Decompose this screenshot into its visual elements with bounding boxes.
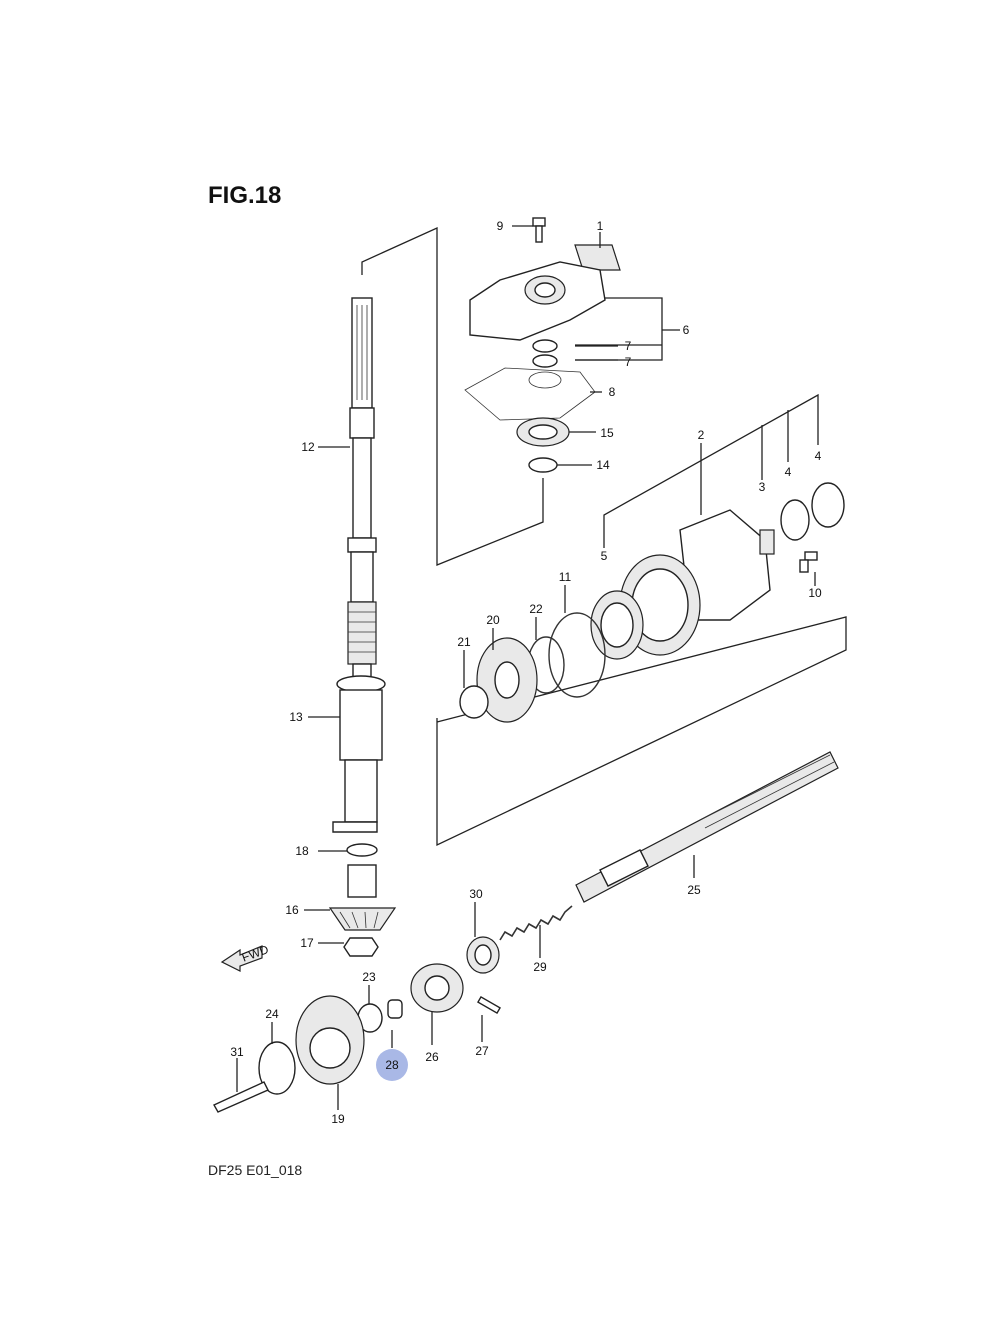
part-16-pinion-gear xyxy=(328,864,397,931)
fwd-label: FWD xyxy=(240,942,271,965)
callout-27: 27 xyxy=(475,1044,489,1058)
callout-29: 29 xyxy=(533,960,547,974)
part-28-pin xyxy=(387,999,403,1019)
callout-8: 8 xyxy=(609,385,616,399)
part-27-pin xyxy=(477,995,501,1015)
callout-6: 6 xyxy=(683,323,690,337)
part-3-needle-bearing xyxy=(759,529,775,555)
callout-30: 30 xyxy=(469,887,483,901)
callout-21: 21 xyxy=(457,635,471,649)
figure-title: FIG.18 xyxy=(208,182,282,209)
part-13-sleeve xyxy=(332,675,386,833)
bracket-line-housing xyxy=(603,393,819,522)
callout-20: 20 xyxy=(486,613,500,627)
callout-22: 22 xyxy=(529,602,543,616)
part-15-bearing xyxy=(516,417,570,447)
callout-26: 26 xyxy=(425,1050,439,1064)
fwd-arrow-icon: FWD xyxy=(220,942,271,972)
part-2-bearing-housing xyxy=(619,509,771,656)
figure-code: DF25 E01_018 xyxy=(208,1162,303,1178)
part-12-drive-shaft xyxy=(347,297,377,685)
callout-17: 17 xyxy=(300,936,314,950)
leader-lines xyxy=(236,225,816,1110)
part-4-seal-a xyxy=(780,499,810,541)
callout-10: 10 xyxy=(808,586,822,600)
callout-18: 18 xyxy=(295,844,309,858)
part-10-bolt xyxy=(799,551,818,573)
callout-24: 24 xyxy=(265,1007,279,1021)
part-7-seal-upper xyxy=(532,339,558,353)
bracket-line-propshaft xyxy=(436,616,847,847)
callout-15: 15 xyxy=(600,426,614,440)
part-4-seal-b xyxy=(811,482,845,528)
callout-5: 5 xyxy=(601,549,608,563)
callout-4-b: 4 xyxy=(815,449,822,463)
callout-4-a: 4 xyxy=(785,465,792,479)
bracket-line-upper xyxy=(361,226,544,566)
part-7-seal-lower xyxy=(532,354,558,368)
part-9-bolt xyxy=(532,217,546,243)
part-17-nut xyxy=(343,937,379,957)
part-11-o-ring xyxy=(548,612,606,698)
part-20-gear xyxy=(476,637,538,723)
part-25-propeller-shaft xyxy=(575,751,839,903)
part-5-ring-assembly xyxy=(590,590,644,660)
callout-9: 9 xyxy=(497,219,504,233)
callout-16: 16 xyxy=(285,903,299,917)
part-21-shim xyxy=(459,685,489,719)
part-30-push-rod xyxy=(466,936,500,974)
callout-31: 31 xyxy=(230,1045,244,1059)
callout-12: 12 xyxy=(301,440,315,454)
callout-14: 14 xyxy=(596,458,610,472)
callout-28-highlight xyxy=(376,1049,408,1081)
callout-23: 23 xyxy=(362,970,376,984)
part-14-ring xyxy=(528,457,558,473)
part-19-reverse-gear xyxy=(295,995,365,1085)
part-6-housing-plate xyxy=(469,261,606,341)
callout-3: 3 xyxy=(759,480,766,494)
callout-7-lower: 7 xyxy=(625,355,632,369)
callout-13: 13 xyxy=(289,710,303,724)
part-24-shim xyxy=(258,1041,296,1095)
callout-2: 2 xyxy=(698,428,705,442)
callout-19: 19 xyxy=(331,1112,345,1126)
callout-7-upper: 7 xyxy=(625,339,632,353)
callout-25: 25 xyxy=(687,883,701,897)
callout-1: 1 xyxy=(597,219,604,233)
callout-11: 11 xyxy=(559,570,572,584)
part-8-gasket xyxy=(464,367,596,421)
part-31-key xyxy=(213,1081,269,1113)
callout-28: 28 xyxy=(385,1058,399,1072)
part-26-clutch xyxy=(410,963,464,1013)
part-29-spring xyxy=(499,905,573,941)
part-18-washer xyxy=(346,843,378,857)
